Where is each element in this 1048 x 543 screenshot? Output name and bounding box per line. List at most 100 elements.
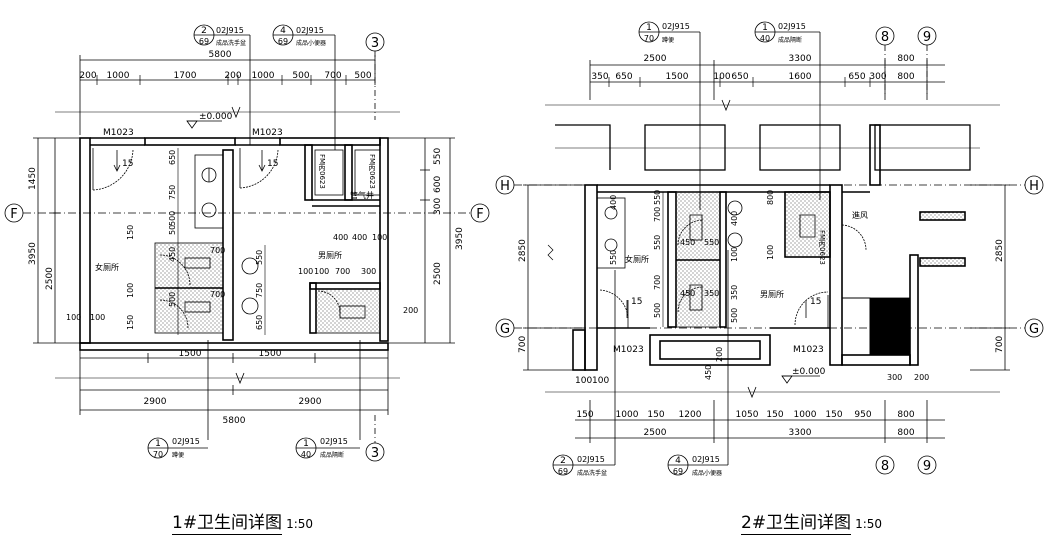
drawing-1: 2 69 02J915 成品洗手盆 4 69 02J915 成品小便器 3 [4, 24, 490, 462]
svg-text:1: 1 [303, 439, 309, 449]
svg-text:3950: 3950 [28, 242, 38, 265]
svg-text:500: 500 [730, 308, 739, 323]
svg-text:100: 100 [575, 376, 592, 386]
room-men-1: 男厕所 [318, 250, 342, 260]
svg-text:管气井: 管气井 [350, 190, 374, 200]
svg-text:15: 15 [122, 159, 133, 169]
solid-block-2 [869, 297, 911, 356]
svg-text:500: 500 [653, 303, 662, 318]
svg-text:2500: 2500 [644, 428, 667, 438]
svg-text:1500: 1500 [179, 349, 202, 359]
men-fixtures [241, 257, 381, 334]
svg-text:100: 100 [730, 247, 739, 262]
svg-text:±0.000: ±0.000 [792, 367, 826, 377]
svg-text:70: 70 [644, 34, 654, 43]
ref2-bottom-1: 2 69 02J915 成品洗手盆 [552, 270, 616, 477]
svg-text:1450: 1450 [28, 167, 38, 190]
svg-text:成品隔断: 成品隔断 [778, 36, 802, 44]
svg-text:50: 50 [168, 225, 177, 235]
axis-f-right: F [470, 203, 490, 223]
svg-text:650: 650 [731, 72, 748, 82]
door-1-women: M1023 [92, 128, 134, 191]
fixtures-2 [596, 197, 743, 269]
svg-text:1500: 1500 [259, 349, 282, 359]
shafts-1: FM丙0623 FM丙0623 管气井 [314, 149, 381, 200]
svg-text:15: 15 [810, 297, 821, 307]
svg-text:200: 200 [224, 71, 241, 81]
svg-text:02J915: 02J915 [577, 455, 605, 464]
svg-text:150: 150 [126, 225, 135, 240]
svg-text:100: 100 [314, 267, 329, 276]
svg-text:700: 700 [653, 275, 662, 290]
svg-text:100: 100 [90, 313, 105, 322]
svg-text:40: 40 [760, 34, 770, 43]
slope-arrows-1: 15 15 [113, 150, 278, 172]
svg-text:4: 4 [280, 26, 286, 36]
svg-text:70: 70 [153, 450, 163, 459]
svg-text:800: 800 [897, 72, 914, 82]
svg-text:2900: 2900 [144, 397, 167, 407]
window-label-2: FM丙0623 [818, 230, 826, 265]
ref-top-1: 2 69 02J915 成品洗手盆 [193, 24, 251, 145]
svg-text:69: 69 [278, 37, 288, 46]
drawing-1-scale: 1:50 [286, 517, 314, 531]
walls-1 [79, 137, 389, 351]
svg-text:成品洗手盆: 成品洗手盆 [577, 469, 607, 477]
svg-text:成品隔断: 成品隔断 [320, 451, 344, 459]
svg-text:蹲便: 蹲便 [662, 36, 674, 44]
door-2-women: M1023 [599, 289, 644, 355]
svg-text:02J915: 02J915 [778, 22, 806, 31]
svg-text:100: 100 [766, 245, 775, 260]
svg-text:450: 450 [704, 365, 713, 380]
svg-text:150: 150 [766, 410, 783, 420]
axis-3-top: 3 [365, 32, 385, 120]
svg-text:02J915: 02J915 [216, 26, 244, 35]
ref2-top-2: 1 40 02J915 成品隔断 [754, 21, 821, 200]
svg-text:700: 700 [518, 336, 528, 353]
svg-text:500: 500 [354, 71, 371, 81]
svg-text:300: 300 [433, 198, 443, 215]
walls-2 [572, 124, 966, 371]
svg-text:02J915: 02J915 [172, 437, 200, 446]
svg-text:700: 700 [995, 336, 1005, 353]
svg-text:1000: 1000 [252, 71, 275, 81]
svg-text:400: 400 [730, 211, 739, 226]
window-band-2 [555, 124, 980, 171]
door-1-men: M1023 [239, 128, 283, 189]
svg-text:1600: 1600 [789, 72, 812, 82]
svg-text:02J915: 02J915 [320, 437, 348, 446]
svg-text:550: 550 [653, 190, 662, 205]
svg-text:02J915: 02J915 [296, 26, 324, 35]
svg-text:1000: 1000 [794, 410, 817, 420]
svg-text:750: 750 [168, 185, 177, 200]
svg-text:69: 69 [673, 467, 683, 476]
slope-arrows-2: 15 15 [626, 297, 821, 318]
svg-text:150: 150 [825, 410, 842, 420]
right-dims-1: 550 600 300 3950 2500 [388, 137, 465, 344]
svg-text:3: 3 [371, 446, 379, 461]
svg-text:9: 9 [923, 459, 931, 474]
svg-text:H: H [1029, 179, 1039, 194]
svg-text:1: 1 [155, 439, 161, 449]
svg-text:700: 700 [210, 290, 225, 299]
svg-text:2900: 2900 [299, 397, 322, 407]
svg-text:100: 100 [298, 267, 313, 276]
svg-text:FM丙0623: FM丙0623 [368, 154, 376, 189]
ref-bottom-1: 1 70 02J915 蹲便 [147, 340, 209, 459]
right-dims-2: 2850 700 300 200 [887, 184, 1010, 382]
svg-text:G: G [500, 322, 510, 337]
svg-text:進风: 進风 [852, 211, 868, 220]
svg-text:40: 40 [301, 450, 311, 459]
svg-text:2: 2 [560, 456, 566, 466]
svg-text:2: 2 [201, 26, 207, 36]
svg-text:F: F [476, 207, 483, 222]
svg-text:800: 800 [897, 428, 914, 438]
svg-text:600: 600 [433, 176, 443, 193]
svg-text:400: 400 [352, 233, 367, 242]
ref2-top-1: 1 70 02J915 蹲便 [638, 21, 701, 210]
svg-text:成品小便器: 成品小便器 [692, 469, 722, 477]
svg-text:100: 100 [592, 376, 609, 386]
top-total: 5800 [209, 50, 232, 60]
door-2-men: M1023 [793, 291, 829, 355]
svg-text:2850: 2850 [995, 239, 1005, 262]
